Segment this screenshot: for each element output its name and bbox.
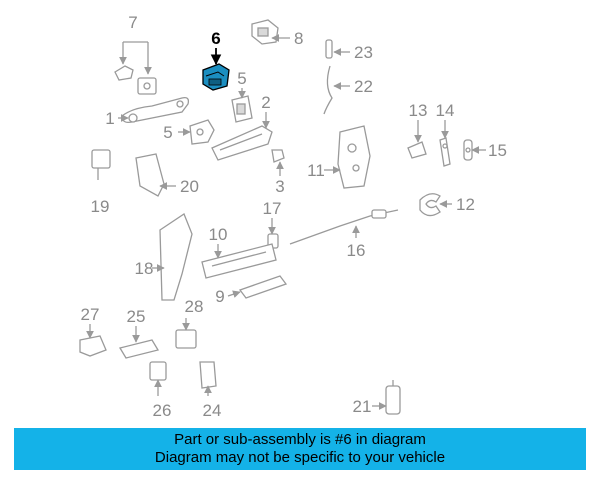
callout-13[interactable]: 13 bbox=[409, 101, 428, 120]
callout-16[interactable]: 16 bbox=[347, 241, 366, 260]
callout-27[interactable]: 27 bbox=[81, 305, 100, 324]
part-14-drawing bbox=[439, 137, 451, 167]
callout-4[interactable]: 5 bbox=[237, 69, 246, 88]
part-21-drawing bbox=[385, 380, 401, 415]
part-4-drawing bbox=[231, 95, 253, 123]
part-18-drawing bbox=[159, 213, 193, 301]
callout-22[interactable]: 22 bbox=[354, 77, 373, 96]
part-23-drawing bbox=[325, 39, 333, 59]
callout-17[interactable]: 17 bbox=[263, 199, 282, 218]
callout-21[interactable]: 21 bbox=[353, 397, 372, 416]
part-8-drawing bbox=[251, 19, 279, 45]
leader-9 bbox=[227, 290, 241, 298]
part-1-drawing bbox=[121, 96, 190, 124]
leaders bbox=[86, 34, 486, 410]
part-15-drawing bbox=[463, 139, 473, 161]
callout-labels: 7 6 8 23 22 5 1 5 2 3 11 13 14 15 12 16 … bbox=[81, 13, 507, 420]
part-22-drawing bbox=[323, 65, 333, 115]
callout-12[interactable]: 12 bbox=[456, 195, 475, 214]
callout-18[interactable]: 18 bbox=[135, 259, 154, 278]
callout-14[interactable]: 14 bbox=[436, 101, 455, 120]
part-9-drawing bbox=[238, 275, 288, 299]
banner-line-2: Diagram may not be specific to your vehi… bbox=[154, 449, 446, 466]
part-20-drawing bbox=[135, 153, 165, 197]
part-27-drawing bbox=[79, 335, 107, 357]
part-12-drawing bbox=[419, 193, 441, 217]
callout-15[interactable]: 15 bbox=[488, 141, 507, 160]
callout-7[interactable]: 7 bbox=[128, 13, 137, 32]
callout-10[interactable]: 10 bbox=[209, 225, 228, 244]
part-3-drawing bbox=[271, 149, 285, 163]
banner-line-1: Part or sub-assembly is #6 in diagram bbox=[174, 431, 426, 448]
part-11-drawing bbox=[337, 125, 371, 189]
callout-6[interactable]: 6 bbox=[211, 29, 220, 48]
callout-5[interactable]: 5 bbox=[163, 123, 172, 142]
callout-1[interactable]: 1 bbox=[105, 109, 114, 128]
callout-3[interactable]: 3 bbox=[275, 177, 284, 196]
part-5-drawing bbox=[189, 119, 215, 145]
part-16-drawing bbox=[289, 209, 399, 245]
callout-23[interactable]: 23 bbox=[354, 43, 373, 62]
callout-24[interactable]: 24 bbox=[203, 401, 222, 420]
part-19-drawing bbox=[91, 149, 111, 180]
callout-20[interactable]: 20 bbox=[180, 177, 199, 196]
callout-25[interactable]: 25 bbox=[127, 307, 146, 326]
callout-9[interactable]: 9 bbox=[215, 287, 224, 306]
part-7-drawing bbox=[114, 65, 157, 95]
callout-28[interactable]: 28 bbox=[185, 297, 204, 316]
part-24-drawing bbox=[199, 361, 217, 389]
part-28-drawing bbox=[175, 329, 197, 349]
callout-26[interactable]: 26 bbox=[153, 401, 172, 420]
part-10-drawing bbox=[201, 243, 277, 279]
info-banner: Part or sub-assembly is #6 in diagram Di… bbox=[14, 428, 586, 470]
part-13-drawing bbox=[407, 141, 427, 159]
parts-diagram: 7 6 8 23 22 5 1 5 2 3 11 13 14 15 12 16 … bbox=[79, 13, 507, 420]
callout-11[interactable]: 11 bbox=[307, 161, 325, 180]
callout-8[interactable]: 8 bbox=[294, 29, 303, 48]
callout-19[interactable]: 19 bbox=[91, 197, 110, 216]
part-2-drawing bbox=[211, 125, 273, 161]
part-26-drawing bbox=[149, 361, 167, 381]
part-25-drawing bbox=[118, 339, 160, 359]
callout-2[interactable]: 2 bbox=[261, 93, 270, 112]
part-6-drawing bbox=[202, 63, 230, 91]
